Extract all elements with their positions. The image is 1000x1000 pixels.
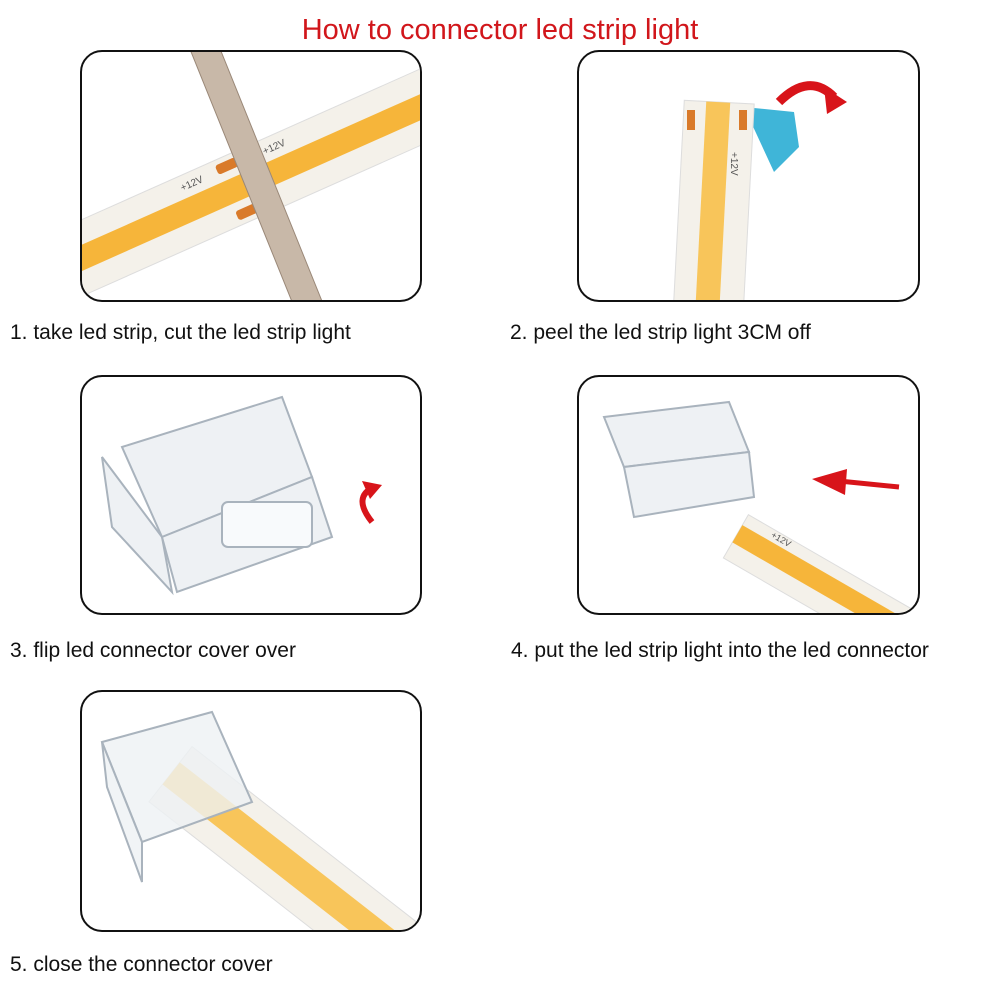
insert-arrow-icon: [838, 478, 900, 490]
knife-blade: [180, 52, 332, 300]
led-connector: [602, 400, 756, 519]
step-5-caption: 5. close the connector cover: [10, 953, 273, 976]
closed-connector: [100, 710, 254, 883]
plus-label: +12V: [728, 152, 739, 176]
step-1-caption: 1. take led strip, cut the led strip lig…: [10, 321, 351, 344]
step-2-caption: 2. peel the led strip light 3CM off: [510, 321, 811, 344]
step-2-image: +12V: [577, 50, 920, 302]
step-4-image: +12V: [577, 375, 920, 615]
peeled-film: [744, 107, 799, 172]
led-connector: [101, 395, 334, 596]
step-3-image: [80, 375, 422, 615]
step-5-image: [80, 690, 422, 932]
step-1-image: +12V +12V: [80, 50, 422, 302]
step-4-caption: 4. put the led strip light into the led …: [511, 639, 929, 662]
step-3-caption: 3. flip led connector cover over: [10, 639, 296, 662]
page-title: How to connector led strip light: [301, 14, 699, 46]
